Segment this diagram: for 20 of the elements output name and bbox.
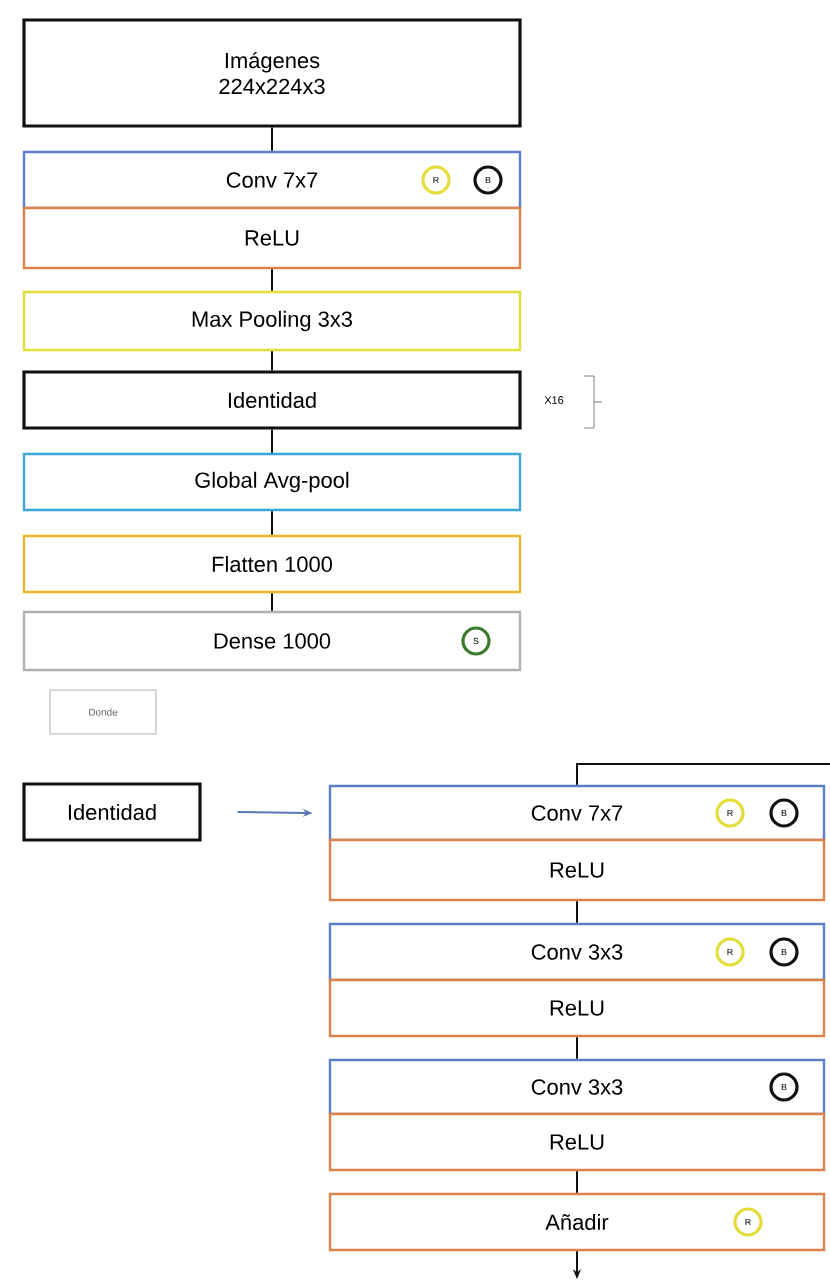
block-box: Identidad — [22, 782, 202, 842]
connector-line — [576, 1170, 578, 1194]
connector-line — [271, 350, 273, 372]
connector-line — [271, 428, 273, 454]
connector-line — [271, 126, 273, 152]
input-box: Imágenes 224x224x3 — [22, 18, 522, 128]
connector-line — [576, 763, 830, 786]
layer-box: ReLU — [328, 838, 826, 902]
layer-box: Max Pooling 3x3 — [22, 290, 522, 352]
layer-box: ReLU — [328, 978, 826, 1038]
connector-line — [271, 268, 273, 292]
layer-box: ReLU — [328, 1112, 826, 1172]
layer-box: ReLU — [22, 206, 522, 270]
block-box: Identidad — [22, 370, 522, 430]
connector-line — [271, 592, 273, 612]
layer-box: Global Avg-pool — [22, 452, 522, 512]
connector-line — [576, 1036, 578, 1060]
layer-box: Flatten 1000 — [22, 534, 522, 594]
connector-line — [576, 900, 578, 924]
connector-line — [271, 510, 273, 536]
